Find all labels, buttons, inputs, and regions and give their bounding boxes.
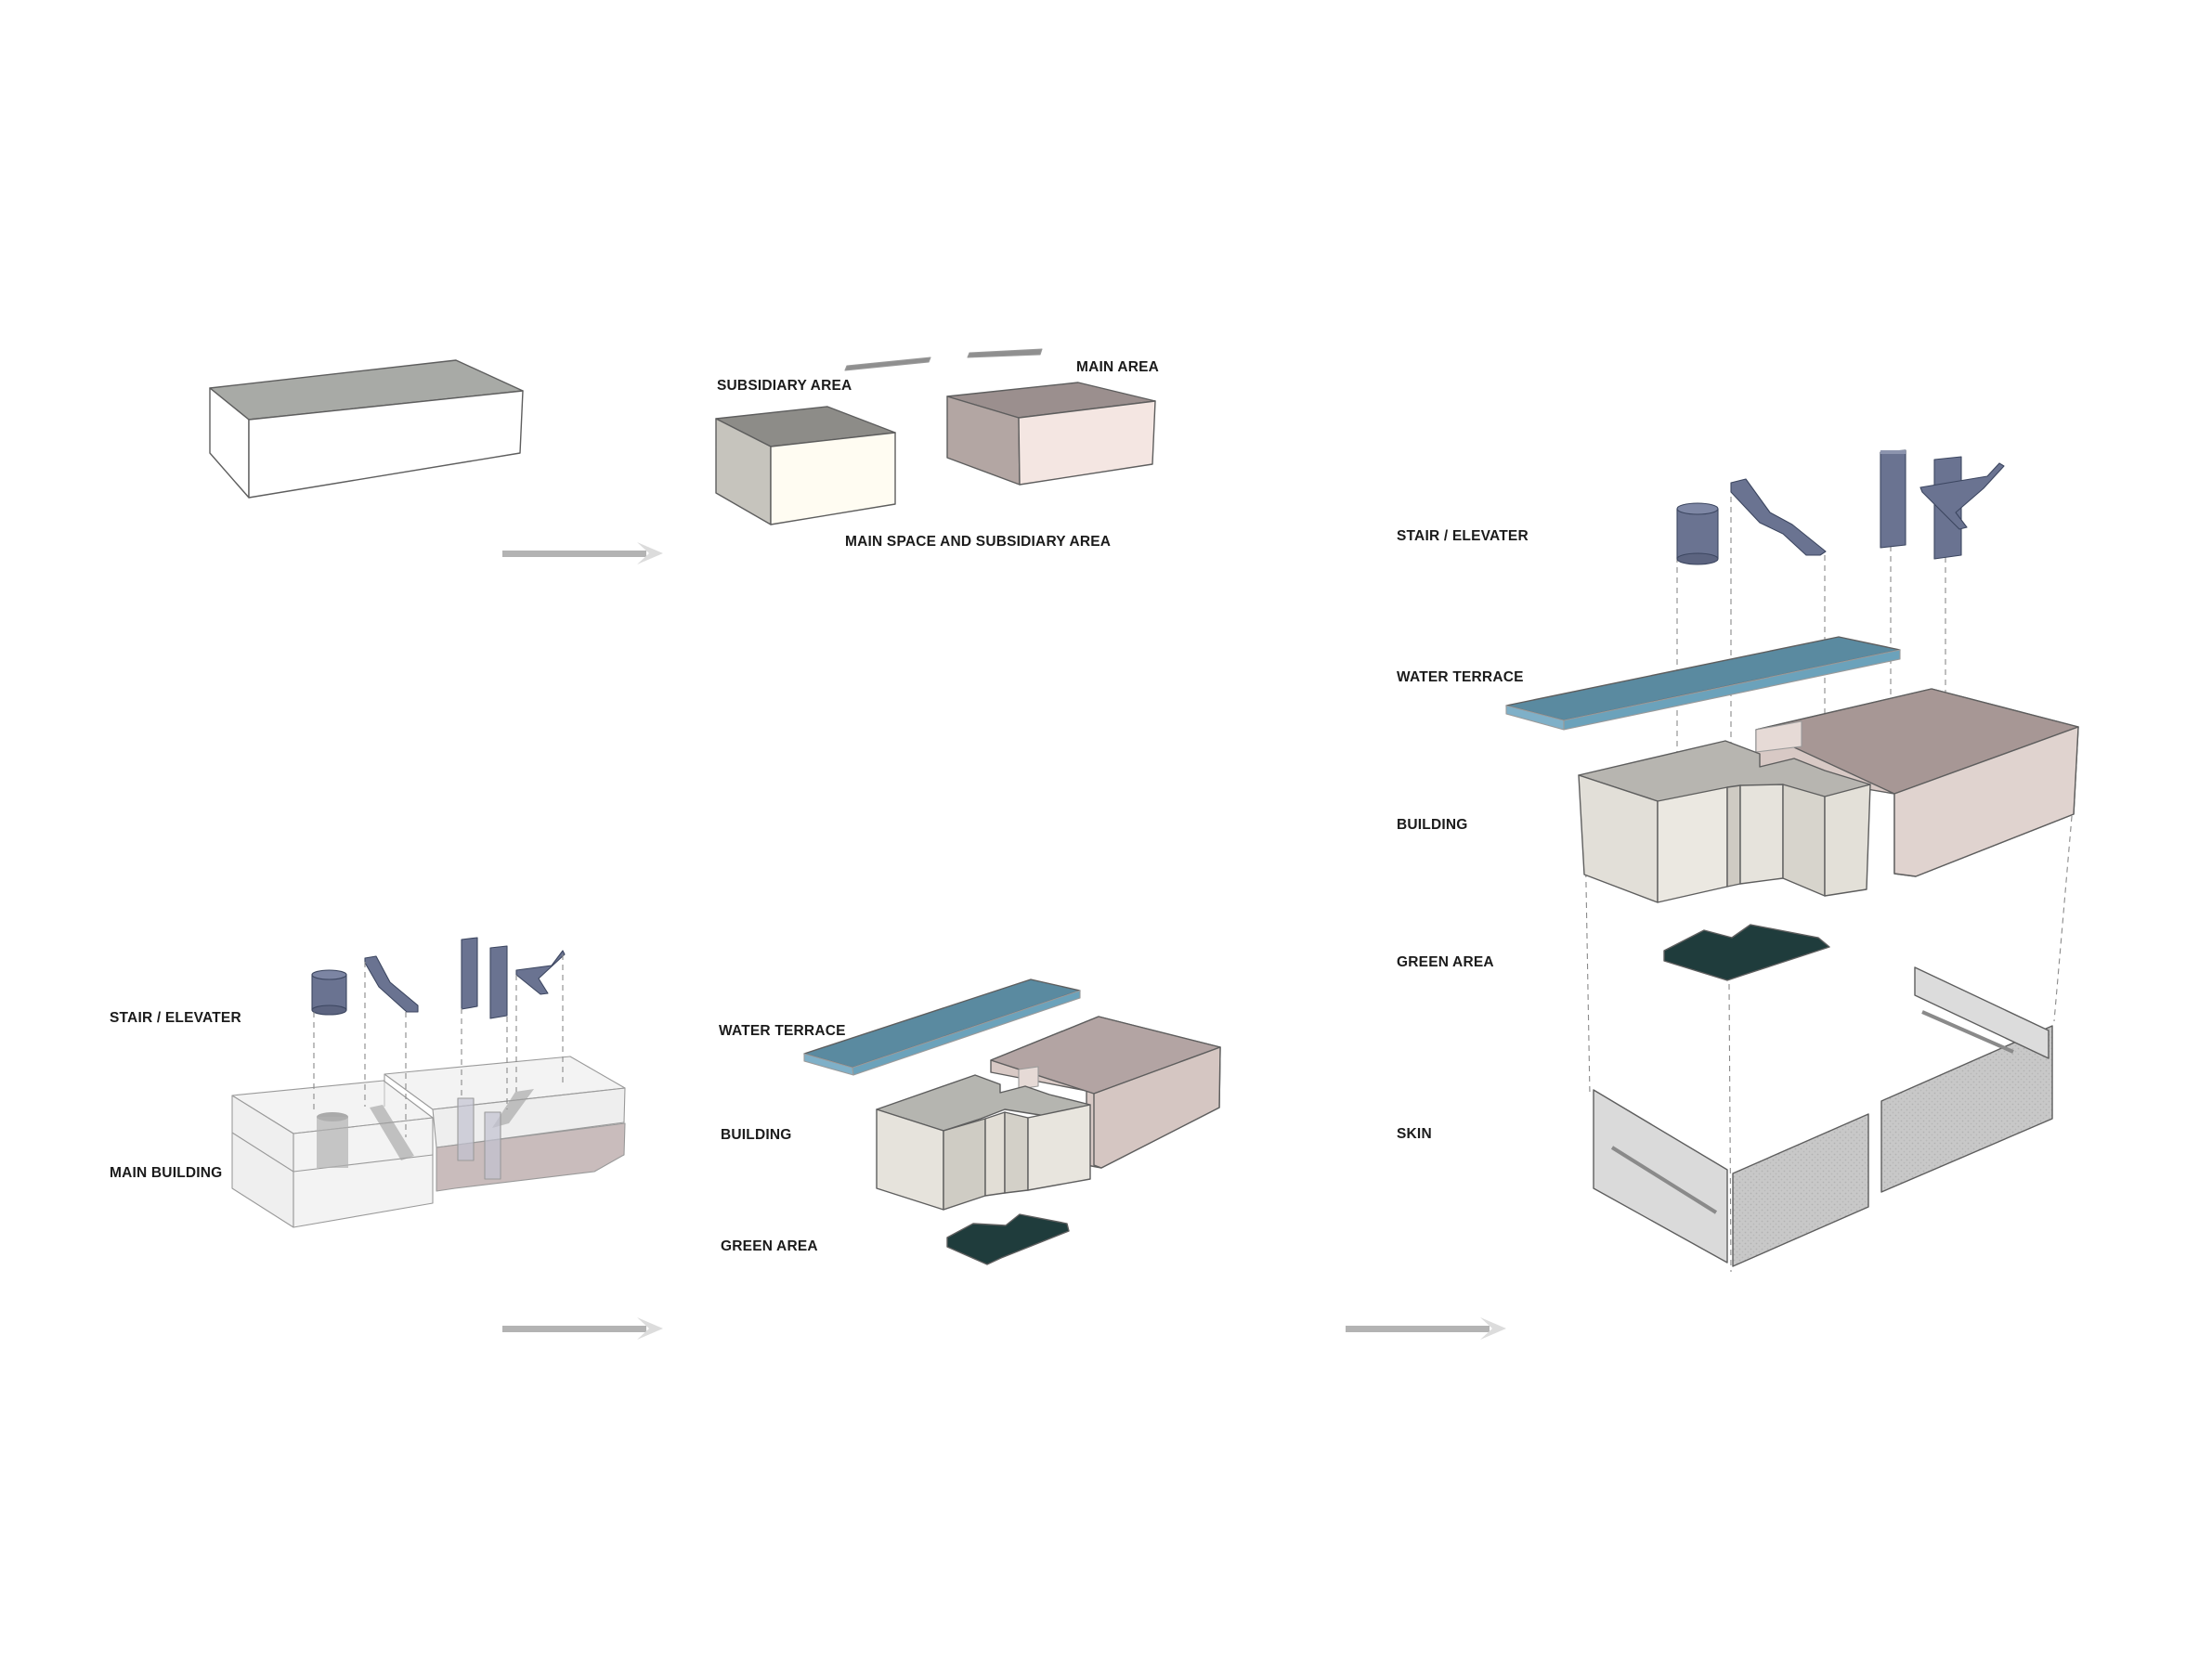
building-label-small: BUILDING <box>721 1127 792 1143</box>
water-terrace-small <box>803 979 1081 1076</box>
skin-label: SKIN <box>1397 1126 1432 1142</box>
water-terrace-label-small: WATER TERRACE <box>719 1023 846 1039</box>
stair-elevator-group-large <box>1676 449 2005 565</box>
main-building-transparent <box>231 1056 626 1228</box>
green-area-large <box>1663 924 1830 981</box>
subsidiary-area-label: SUBSIDIARY AREA <box>717 378 852 394</box>
water-terrace-label-large: WATER TERRACE <box>1397 669 1524 685</box>
initial-mass <box>209 359 524 499</box>
subsidiary-area-block <box>715 406 896 525</box>
water-terrace-large <box>1505 636 1901 731</box>
green-area-small <box>946 1213 1070 1265</box>
arrow-3 <box>1346 1317 1506 1340</box>
stage3-dashed-guides <box>313 954 564 1137</box>
main-area-label: MAIN AREA <box>1076 359 1159 375</box>
stair-elevator-group-small <box>311 937 566 1019</box>
arrow-2 <box>502 1317 663 1340</box>
floating-slabs <box>844 348 1043 371</box>
main-area-block <box>946 382 1156 486</box>
main-building-label: MAIN BUILDING <box>110 1165 222 1181</box>
main-space-and-subsidiary-area-label: MAIN SPACE AND SUBSIDIARY AREA <box>845 534 1111 550</box>
green-area-label-small: GREEN AREA <box>721 1238 818 1254</box>
building-small <box>876 1016 1221 1211</box>
stair-elevater-label-small: STAIR / ELEVATER <box>110 1010 241 1026</box>
green-area-label-large: GREEN AREA <box>1397 954 1494 970</box>
stair-elevater-label-large: STAIR / ELEVATER <box>1397 528 1529 544</box>
building-large <box>1578 688 2079 903</box>
skin-panels <box>1593 966 2053 1267</box>
arrow-1 <box>502 542 663 564</box>
building-label-large: BUILDING <box>1397 817 1468 833</box>
